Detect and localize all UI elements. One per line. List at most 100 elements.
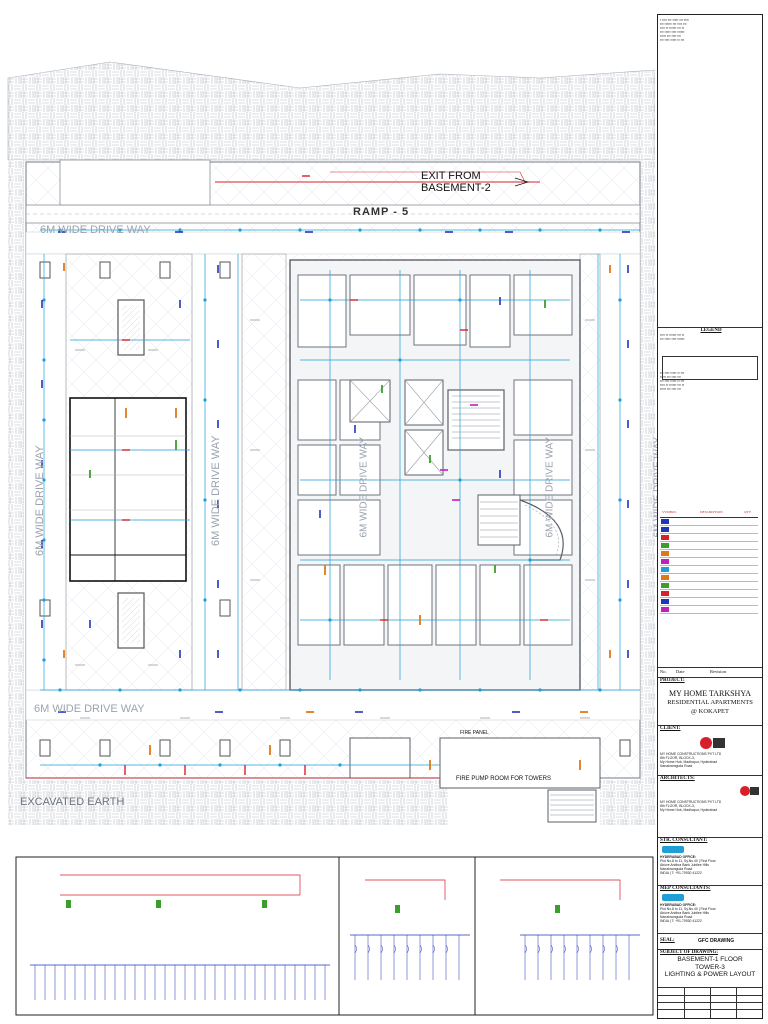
legend-header-desc: DESCRIPTION bbox=[700, 510, 723, 514]
excavated-earth-bottom bbox=[8, 780, 448, 825]
legend-row bbox=[660, 558, 758, 566]
project-name-line1: MY HOME TARKSHYA bbox=[668, 689, 752, 698]
mep-consultant-section: MEP CONSULTANTS: HYDERABAD OFFICE: Plot … bbox=[658, 885, 762, 934]
drive-way-core-label: 6M WIDE DRIVE WAY bbox=[358, 436, 370, 538]
drive-way-center-label: 6M WIDE DRIVE WAY bbox=[210, 435, 222, 546]
drive-way-top-label: 6M WIDE DRIVE WAY bbox=[40, 224, 151, 236]
architects-section: ARCHITECTS: MY HOME CONSTRUCTIONS PVT LT… bbox=[658, 775, 762, 838]
legend-symbol bbox=[661, 535, 669, 540]
architect-addr2: My Home Hub, Madhapur, Hyderabad bbox=[660, 808, 718, 812]
legend-section: LEGEND ▪▪▪▪ ▪▪ ▪▪▪▪▪▪ ▪▪▪ ▪▪ ▪▪▪ ▪▪▪▪▪ ▪… bbox=[658, 327, 762, 638]
legend-symbol bbox=[661, 607, 669, 612]
mep-office: HYDERABAD OFFICE: bbox=[660, 903, 697, 907]
legend-header-symbol: SYMBOL bbox=[662, 510, 677, 514]
fire-panel-room bbox=[349, 737, 411, 779]
gfc-label: GFC DRAWING bbox=[698, 938, 735, 944]
legend-title: LEGEND bbox=[700, 328, 722, 333]
mep-consultant-label: MEP CONSULTANTS: bbox=[660, 886, 711, 891]
architect-logo-mark bbox=[750, 787, 759, 795]
parking-zone-center-left bbox=[241, 253, 287, 691]
seal-label: SEAL: bbox=[660, 938, 675, 943]
legend-row bbox=[660, 550, 758, 558]
light-fixtures bbox=[41, 231, 630, 713]
drawing-info-grid bbox=[658, 987, 762, 1018]
conduit-runs bbox=[40, 229, 640, 766]
exit-label-line2: BASEMENT-2 bbox=[421, 182, 491, 194]
excavated-earth-label: EXCAVATED EARTH bbox=[20, 796, 125, 808]
legend-row bbox=[660, 574, 758, 582]
subject-line3: LIGHTING & POWER LAYOUT bbox=[664, 971, 756, 978]
legend-symbol bbox=[661, 599, 669, 604]
revision-col-no: No. bbox=[660, 669, 667, 674]
exit-label: EXIT FROM BASEMENT-2 bbox=[421, 170, 491, 194]
str-consultant-label: STR. CONSULTANT: bbox=[660, 838, 708, 843]
subject-section: SUBJECT OF DRAWING: BASEMENT-1 FLOOR TOW… bbox=[658, 949, 762, 988]
legend-symbol bbox=[661, 591, 669, 596]
mep-phone: INDIA | T: +91-70930 41222 bbox=[660, 919, 702, 923]
revision-col-revision: Revision bbox=[710, 669, 727, 674]
legend-header-qty: QTY bbox=[744, 510, 752, 514]
str-consultant-logo bbox=[662, 846, 684, 853]
legend-symbol bbox=[661, 559, 669, 564]
str-consultant-section: STR. CONSULTANT: HYDERABAD OFFICE: Plot … bbox=[658, 837, 762, 886]
client-label: CLIENT: bbox=[660, 726, 681, 731]
seal-section: SEAL: GFC DRAWING bbox=[658, 933, 762, 950]
legend-row bbox=[660, 582, 758, 590]
project-name-line3: @ KOKAPET bbox=[691, 708, 729, 715]
project-name-line2: RESIDENTIAL APARTMENTS bbox=[667, 699, 753, 706]
legend-symbol bbox=[661, 519, 669, 524]
legend-row bbox=[660, 542, 758, 550]
excavated-earth-left bbox=[8, 160, 24, 780]
client-addr2: My Home Hub, Madhapur, Hyderabad bbox=[660, 760, 718, 764]
legend-symbol bbox=[661, 551, 669, 556]
str-phone: INDIA | T: +91-70930 41222 bbox=[660, 871, 702, 875]
subject-line1: BASEMENT-1 FLOOR bbox=[677, 956, 743, 963]
architects-label: ARCHITECTS: bbox=[660, 776, 695, 781]
ramp-label: RAMP - 5 bbox=[353, 206, 410, 218]
client-logo-mark bbox=[713, 738, 725, 748]
legend-row bbox=[660, 534, 758, 542]
client-addr3: Nanakramguda Road bbox=[660, 764, 693, 768]
fire-pump-room bbox=[439, 737, 601, 789]
legend-symbol bbox=[661, 527, 669, 532]
project-section: PROJECT: MY HOME TARKSHYA RESIDENTIAL AP… bbox=[658, 677, 762, 726]
architect-logo bbox=[740, 786, 750, 796]
electrical-room bbox=[69, 397, 187, 582]
architect-addr1: 8th FLOOR, BLOCK-3, bbox=[660, 804, 695, 808]
title-block: ▪ ▪▪▪▪ ▪▪▪ ▪▪▪▪▪ ▪▪▪ ▪▪▪▪ ▪▪▪ ▪▪▪▪▪▪ ▪▪▪… bbox=[657, 14, 763, 1019]
legend-row bbox=[660, 566, 758, 574]
client-addr1: 8th FLOOR, BLOCK-3, bbox=[660, 756, 695, 760]
legend-row bbox=[660, 518, 758, 526]
mep-consultant-logo bbox=[662, 894, 684, 901]
legend-symbol bbox=[661, 575, 669, 580]
legend-symbol bbox=[661, 567, 669, 572]
project-label: PROJECT: bbox=[660, 678, 685, 683]
client-name: MY HOME CONSTRUCTIONS PVT LTD bbox=[660, 752, 722, 756]
fire-pump-room-label: FIRE PUMP ROOM FOR TOWERS bbox=[456, 776, 552, 782]
legend-symbol bbox=[661, 543, 669, 548]
subject-label: SUBJECT OF DRAWING: bbox=[660, 950, 719, 955]
excavated-earth-top bbox=[7, 61, 655, 161]
str-addr2: Above Andhra Bank Jubilee Hills bbox=[660, 863, 710, 867]
client-section: CLIENT: MY HOME CONSTRUCTIONS PVT LTD 8t… bbox=[658, 725, 762, 776]
legend-mini-table bbox=[662, 356, 758, 380]
mep-addr2: Above Andhra Bank Jubilee Hills bbox=[660, 911, 710, 915]
architect-name: MY HOME CONSTRUCTIONS PVT LTD bbox=[660, 800, 722, 804]
legend-row bbox=[660, 606, 758, 614]
general-notes: ▪ ▪▪▪▪ ▪▪▪ ▪▪▪▪▪ ▪▪▪ ▪▪▪▪ ▪▪▪ ▪▪▪▪▪▪ ▪▪▪… bbox=[660, 18, 689, 42]
legend-row bbox=[660, 598, 758, 606]
excavated-earth-right bbox=[640, 160, 655, 780]
sld-panel-1 bbox=[15, 856, 340, 1016]
drive-way-right-core-label: 6M WIDE DRIVE WAY bbox=[544, 436, 556, 538]
drive-way-left-label: 6M WIDE DRIVE WAY bbox=[34, 445, 46, 556]
str-addr3: Nanakramguda Road bbox=[660, 867, 693, 871]
revision-table: No. Date Revision bbox=[658, 667, 762, 678]
staircase bbox=[477, 494, 521, 546]
str-addr1: Plot No.8 to 11, Sy.No.40 | First Floor bbox=[660, 859, 716, 863]
exit-label-line1: EXIT FROM bbox=[421, 170, 481, 182]
subject-line2: TOWER-3 bbox=[695, 963, 725, 971]
drive-way-bottom-label: 6M WIDE DRIVE WAY bbox=[34, 703, 145, 715]
client-logo bbox=[700, 737, 712, 749]
floor-plan-drawing bbox=[7, 61, 655, 1016]
